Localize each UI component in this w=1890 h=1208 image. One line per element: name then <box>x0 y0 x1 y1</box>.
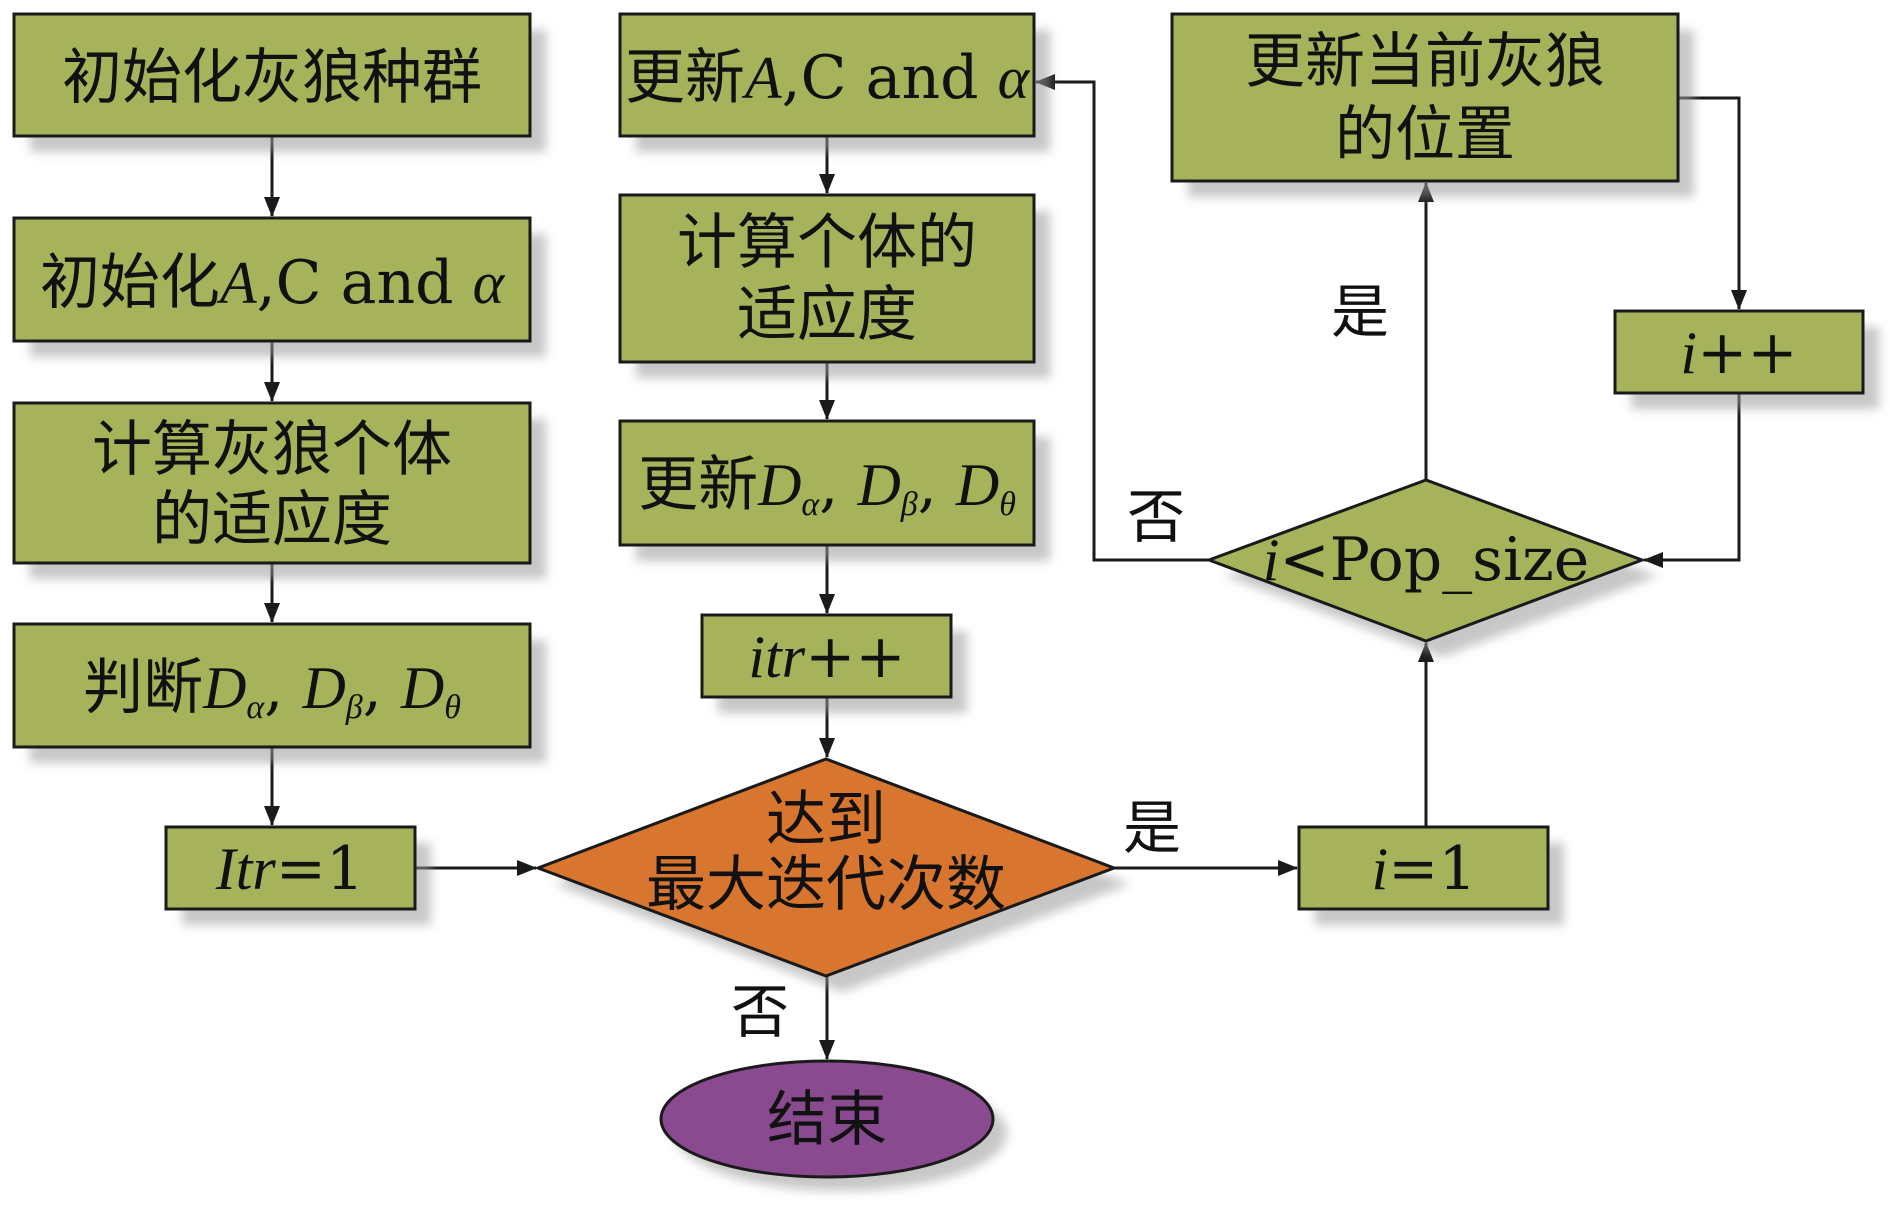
node-calc-wolf-fitness-line2: 的适应度 <box>152 485 392 555</box>
node-calc-fitness: 计算个体的 适应度 <box>618 193 1050 378</box>
node-judge-d: 判断Dα, Dβ, Dθ <box>12 622 546 763</box>
edge-label-max-no: 否 <box>731 978 789 1046</box>
node-i-init: i=1 <box>1297 825 1564 925</box>
node-i-inc: i++ <box>1613 309 1879 409</box>
edge-label-pop-no: 否 <box>1127 483 1185 551</box>
node-update-params-label: 更新A,C and α <box>625 43 1031 113</box>
node-i-init-label: i=1 <box>1371 834 1476 904</box>
node-init-population: 初始化灰狼种群 <box>12 12 546 152</box>
node-init-population-label: 初始化灰狼种群 <box>62 43 482 113</box>
edge-update-position-to-i-inc <box>1678 96 1747 310</box>
node-update-d-label: 更新Dα, Dβ, Dθ <box>638 450 1016 523</box>
node-update-d: 更新Dα, Dβ, Dθ <box>618 419 1050 561</box>
node-pop-decision-label: i<Pop_size <box>1263 525 1590 595</box>
node-itr-inc-label: itr++ <box>748 622 905 692</box>
node-itr-init-label: Itr=1 <box>215 834 364 904</box>
node-max-iter-decision-line2: 最大迭代次数 <box>646 850 1006 920</box>
node-itr-inc: itr++ <box>700 613 967 713</box>
node-i-inc-label: i++ <box>1680 318 1797 388</box>
node-update-position-line1: 更新当前灰狼 <box>1245 27 1605 97</box>
node-end-label: 结束 <box>767 1085 887 1155</box>
edge-label-pop-yes: 是 <box>1331 278 1389 346</box>
node-max-iter-decision: 达到 最大迭代次数 <box>533 757 1130 992</box>
node-judge-d-label: 判断Dα, Dβ, Dθ <box>83 653 461 726</box>
edge-label-max-yes: 是 <box>1123 794 1181 862</box>
node-update-params: 更新A,C and α <box>618 12 1050 152</box>
edge-pop-decision-no-to-update-params <box>1035 74 1209 562</box>
node-end: 结束 <box>659 1059 1007 1191</box>
node-pop-decision: i<Pop_size <box>1204 478 1658 657</box>
node-itr-init: Itr=1 <box>164 825 431 925</box>
node-init-params-label: 初始化A,C and α <box>40 248 506 318</box>
node-update-position: 更新当前灰狼 的位置 <box>1170 12 1694 197</box>
node-calc-wolf-fitness: 计算灰狼个体 的适应度 <box>12 401 546 579</box>
node-update-position-line2: 的位置 <box>1335 100 1515 170</box>
node-max-iter-decision-line1: 达到 <box>766 785 886 855</box>
node-init-params: 初始化A,C and α <box>12 216 546 357</box>
edge-i-inc-to-pop-decision <box>1643 393 1741 568</box>
node-calc-fitness-line2: 适应度 <box>737 280 917 350</box>
node-calc-wolf-fitness-line1: 计算灰狼个体 <box>92 415 452 485</box>
node-calc-fitness-line1: 计算个体的 <box>677 208 977 278</box>
